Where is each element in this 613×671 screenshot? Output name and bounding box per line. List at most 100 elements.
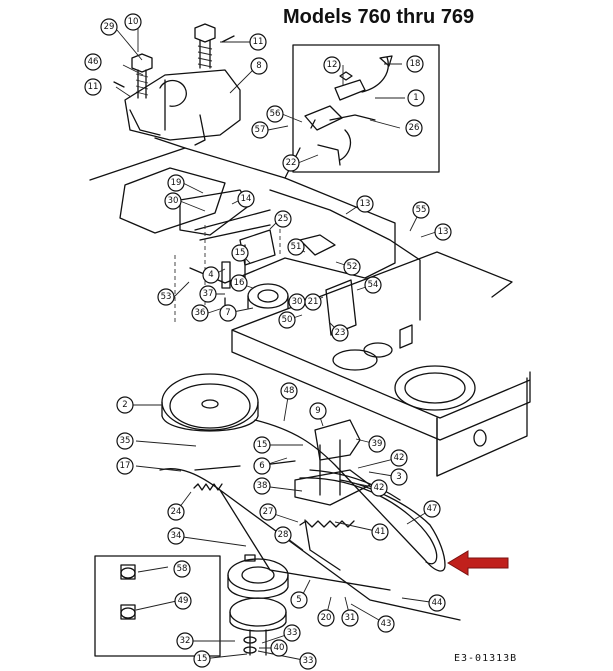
svg-text:24: 24 [171, 507, 182, 517]
svg-text:33: 33 [287, 628, 298, 638]
callout: 26 [405, 119, 423, 137]
svg-text:10: 10 [128, 17, 139, 27]
svg-text:11: 11 [253, 37, 264, 47]
callout: 41 [371, 523, 389, 541]
callout: 42 [370, 479, 388, 497]
svg-text:12: 12 [327, 60, 338, 70]
svg-text:5: 5 [296, 595, 301, 605]
callout: 57 [251, 121, 269, 139]
callout: 4 [202, 266, 220, 284]
callout: 55 [412, 201, 430, 219]
svg-text:33: 33 [303, 656, 314, 666]
svg-text:50: 50 [282, 315, 293, 325]
callout: 51 [287, 238, 305, 256]
callout: 33 [299, 652, 317, 670]
callout: 11 [84, 78, 102, 96]
diagram-title: Models 760 thru 769 [283, 6, 475, 28]
svg-text:52: 52 [347, 262, 358, 272]
svg-text:26: 26 [409, 123, 420, 133]
upper-bracket-assembly [113, 23, 241, 146]
svg-text:43: 43 [381, 619, 392, 629]
callout: 12 [323, 56, 341, 74]
svg-text:15: 15 [257, 440, 268, 450]
svg-text:54: 54 [368, 280, 379, 290]
callout-group: 29 10 11 46 11 8 12 18 1 56 57 26 22 19 … [84, 13, 452, 670]
callout: 46 [84, 53, 102, 71]
callout: 25 [274, 210, 292, 228]
svg-text:48: 48 [284, 386, 295, 396]
svg-text:42: 42 [374, 483, 385, 493]
callout: 5 [290, 591, 308, 609]
svg-text:32: 32 [180, 636, 191, 646]
deck-housing [231, 251, 531, 477]
svg-text:21: 21 [308, 297, 319, 307]
svg-text:25: 25 [278, 214, 289, 224]
callout: 19 [167, 174, 185, 192]
callout: 44 [428, 594, 446, 612]
svg-text:39: 39 [372, 439, 383, 449]
callout: 35 [116, 432, 134, 450]
callout: 32 [176, 632, 194, 650]
svg-text:16: 16 [234, 278, 245, 288]
svg-text:47: 47 [427, 504, 438, 514]
callout: 13 [356, 195, 374, 213]
callout: 40 [270, 639, 288, 657]
svg-text:37: 37 [203, 289, 214, 299]
upper-pulley [161, 373, 259, 432]
callout: 10 [124, 13, 142, 31]
callout: 39 [368, 435, 386, 453]
svg-text:9: 9 [315, 406, 320, 416]
lower-pulley-inset [94, 554, 289, 657]
svg-text:51: 51 [291, 242, 302, 252]
svg-text:49: 49 [178, 596, 189, 606]
callout: 28 [274, 526, 292, 544]
svg-text:8: 8 [256, 61, 261, 71]
svg-text:29: 29 [104, 22, 115, 32]
callout: 47 [423, 500, 441, 518]
callout: 21 [304, 293, 322, 311]
callout: 11 [249, 33, 267, 51]
callout: 24 [167, 503, 185, 521]
svg-text:6: 6 [259, 461, 264, 471]
callout: 1 [407, 89, 425, 107]
drawing-number: E3-01313B [454, 653, 518, 664]
drive-belt [254, 419, 446, 572]
callout: 50 [278, 311, 296, 329]
callout: 33 [283, 624, 301, 642]
callout: 56 [266, 105, 284, 123]
callout: 15 [193, 650, 211, 668]
callout: 54 [364, 276, 382, 294]
svg-text:2: 2 [122, 400, 127, 410]
callout: 53 [157, 288, 175, 306]
svg-text:35: 35 [120, 436, 131, 446]
svg-text:15: 15 [235, 248, 246, 258]
red-arrow-icon [447, 550, 509, 576]
svg-text:46: 46 [88, 57, 99, 67]
svg-text:13: 13 [360, 199, 371, 209]
svg-text:44: 44 [432, 598, 443, 608]
callout: 22 [282, 154, 300, 172]
callout: 23 [331, 324, 349, 342]
callout: 37 [199, 285, 217, 303]
callout: 20 [317, 609, 335, 627]
leader-lines [115, 22, 438, 662]
callout: 29 [100, 18, 118, 36]
callout: 3 [390, 468, 408, 486]
svg-text:31: 31 [345, 613, 356, 623]
svg-text:15: 15 [197, 654, 208, 664]
svg-text:4: 4 [208, 270, 213, 280]
svg-text:17: 17 [120, 461, 131, 471]
svg-text:30: 30 [168, 196, 179, 206]
callout: 31 [341, 609, 359, 627]
svg-text:7: 7 [225, 308, 230, 318]
callout: 15 [253, 436, 271, 454]
callout: 6 [253, 457, 271, 475]
callout: 16 [230, 274, 248, 292]
svg-text:41: 41 [375, 527, 386, 537]
svg-text:18: 18 [410, 59, 421, 69]
callout: 8 [250, 57, 268, 75]
svg-text:42: 42 [394, 453, 405, 463]
svg-text:13: 13 [438, 227, 449, 237]
svg-text:57: 57 [255, 125, 266, 135]
